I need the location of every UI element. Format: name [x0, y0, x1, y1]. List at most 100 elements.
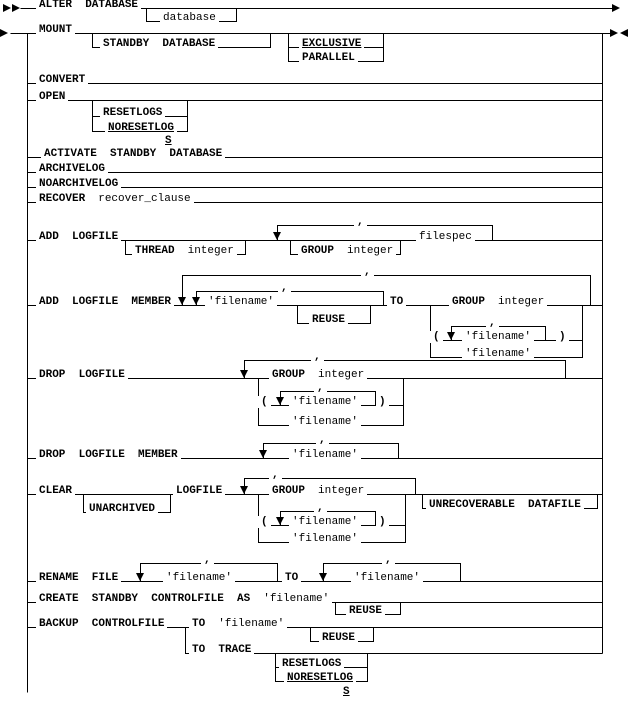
kw-recover: RECOVER recover_clause — [36, 193, 194, 205]
loop-repeat-arrow-icon — [273, 232, 281, 240]
comma-separator: , — [269, 469, 282, 481]
paren-open: ( — [258, 396, 271, 408]
var-filename: 'filename' — [205, 296, 278, 308]
kw-to-trace: TO TRACE — [189, 644, 255, 656]
var-filename: 'filename' — [289, 449, 362, 461]
continue-arrow-icon — [612, 4, 620, 12]
kw-to-filename: TO 'filename' — [189, 618, 288, 630]
var-filename: 'filename' — [462, 331, 535, 343]
var-filename: 'filename' — [163, 572, 236, 584]
var-filename: 'filename' — [263, 593, 330, 605]
loop-repeat-arrow-icon — [276, 397, 284, 405]
kw-noresetlog-wrap: S — [340, 686, 353, 698]
var-filename: 'filename' — [289, 416, 362, 428]
kw-drop-logfile: DROP LOGFILE — [36, 369, 128, 381]
loop-repeat-arrow-icon — [136, 573, 144, 581]
loop-repeat-arrow-icon — [192, 297, 200, 305]
kw-exclusive: EXCLUSIVE — [299, 38, 365, 50]
kw-to-text: TO — [192, 618, 206, 630]
loop-repeat-arrow-icon — [178, 297, 186, 305]
loop-repeat-arrow-icon — [259, 450, 267, 458]
kw-unrecoverable-datafile: UNRECOVERABLE DATAFILE — [426, 499, 584, 511]
var-filename: 'filename' — [462, 348, 535, 360]
var-filespec: filespec — [416, 231, 475, 243]
var-integer: integer — [498, 296, 545, 308]
var-filename: 'filename' — [218, 618, 285, 630]
var-filename: 'filename' — [351, 572, 424, 584]
kw-group: GROUP integer — [269, 369, 368, 381]
start-arrow-icon — [3, 4, 11, 12]
loop-repeat-arrow-icon — [240, 370, 248, 378]
kw-clear: CLEAR — [36, 485, 76, 497]
comma-separator: , — [316, 434, 329, 446]
comma-separator: , — [278, 282, 291, 294]
kw-open: OPEN — [36, 91, 69, 103]
kw-to: TO — [387, 296, 407, 308]
kw-noarchivelog: NOARCHIVELOG — [36, 178, 122, 190]
kw-group: GROUP integer — [298, 245, 397, 257]
comma-separator: , — [201, 554, 214, 566]
kw-recover-text: RECOVER — [39, 193, 86, 205]
kw-alter-database: ALTER DATABASE — [36, 0, 142, 11]
comma-separator: , — [486, 317, 499, 329]
kw-group-text: GROUP — [301, 245, 335, 257]
kw-group-text: GROUP — [452, 296, 486, 308]
loop-repeat-arrow-icon — [240, 486, 248, 494]
kw-noresetlog-wrap: S — [162, 135, 175, 147]
var-integer: integer — [318, 485, 365, 497]
kw-group: GROUP integer — [449, 296, 548, 308]
var-integer: integer — [347, 245, 394, 257]
comma-separator: , — [314, 382, 327, 394]
kw-unarchived: UNARCHIVED — [86, 503, 159, 515]
kw-add-logfile: ADD LOGFILE — [36, 231, 122, 243]
var-filename: 'filename' — [289, 533, 362, 545]
paren-close: ) — [376, 516, 389, 528]
paren-close: ) — [556, 331, 569, 343]
var-recover-clause: recover_clause — [98, 193, 191, 205]
kw-resetlogs: RESETLOGS — [100, 107, 166, 119]
kw-mount: MOUNT — [36, 24, 76, 36]
kw-logfile: LOGFILE — [173, 485, 226, 497]
paren-open: ( — [258, 516, 271, 528]
comma-separator: , — [382, 554, 395, 566]
kw-group: GROUP integer — [269, 485, 368, 497]
loop-repeat-arrow-icon — [276, 517, 284, 525]
kw-convert: CONVERT — [36, 74, 89, 86]
kw-create-standby-controlfile-text: CREATE STANDBY CONTROLFILE AS — [39, 593, 251, 605]
kw-noresetlog: NORESETLOG — [284, 672, 357, 684]
comma-separator: , — [354, 216, 367, 228]
start-arrow-icon — [12, 4, 20, 12]
kw-create-standby-controlfile: CREATE STANDBY CONTROLFILE AS 'filename' — [36, 593, 333, 605]
kw-backup-controlfile: BACKUP CONTROLFILE — [36, 618, 168, 630]
kw-reuse: REUSE — [319, 632, 359, 644]
kw-activate-standby-database: ACTIVATE STANDBY DATABASE — [41, 148, 226, 160]
kw-archivelog: ARCHIVELOG — [36, 163, 109, 175]
end-arrow-icon — [620, 29, 628, 37]
kw-add-logfile-member: ADD LOGFILE MEMBER — [36, 296, 175, 308]
kw-reuse: REUSE — [309, 314, 349, 326]
loop-repeat-arrow-icon — [447, 332, 455, 340]
var-filename: 'filename' — [289, 396, 362, 408]
comma-separator: , — [314, 502, 327, 514]
paren-open: ( — [430, 331, 443, 343]
kw-standby-database: STANDBY DATABASE — [100, 38, 219, 50]
kw-noresetlog: NORESETLOG — [105, 122, 178, 134]
end-arrow-icon — [610, 29, 618, 37]
kw-thread-text: THREAD — [135, 245, 175, 257]
kw-rename-file: RENAME FILE — [36, 572, 122, 584]
kw-to: TO — [282, 572, 302, 584]
kw-parallel: PARALLEL — [299, 52, 358, 64]
var-integer: integer — [318, 369, 365, 381]
kw-group-text: GROUP — [272, 485, 306, 497]
var-database: database — [160, 12, 219, 24]
var-filename: 'filename' — [289, 516, 362, 528]
kw-drop-logfile-member: DROP LOGFILE MEMBER — [36, 449, 181, 461]
comma-separator: , — [361, 266, 374, 278]
comma-separator: , — [311, 351, 324, 363]
kw-group-text: GROUP — [272, 369, 306, 381]
var-integer: integer — [187, 245, 234, 257]
kw-thread: THREAD integer — [132, 245, 237, 257]
kw-reuse: REUSE — [346, 605, 386, 617]
continue-arrow-icon — [0, 29, 8, 37]
